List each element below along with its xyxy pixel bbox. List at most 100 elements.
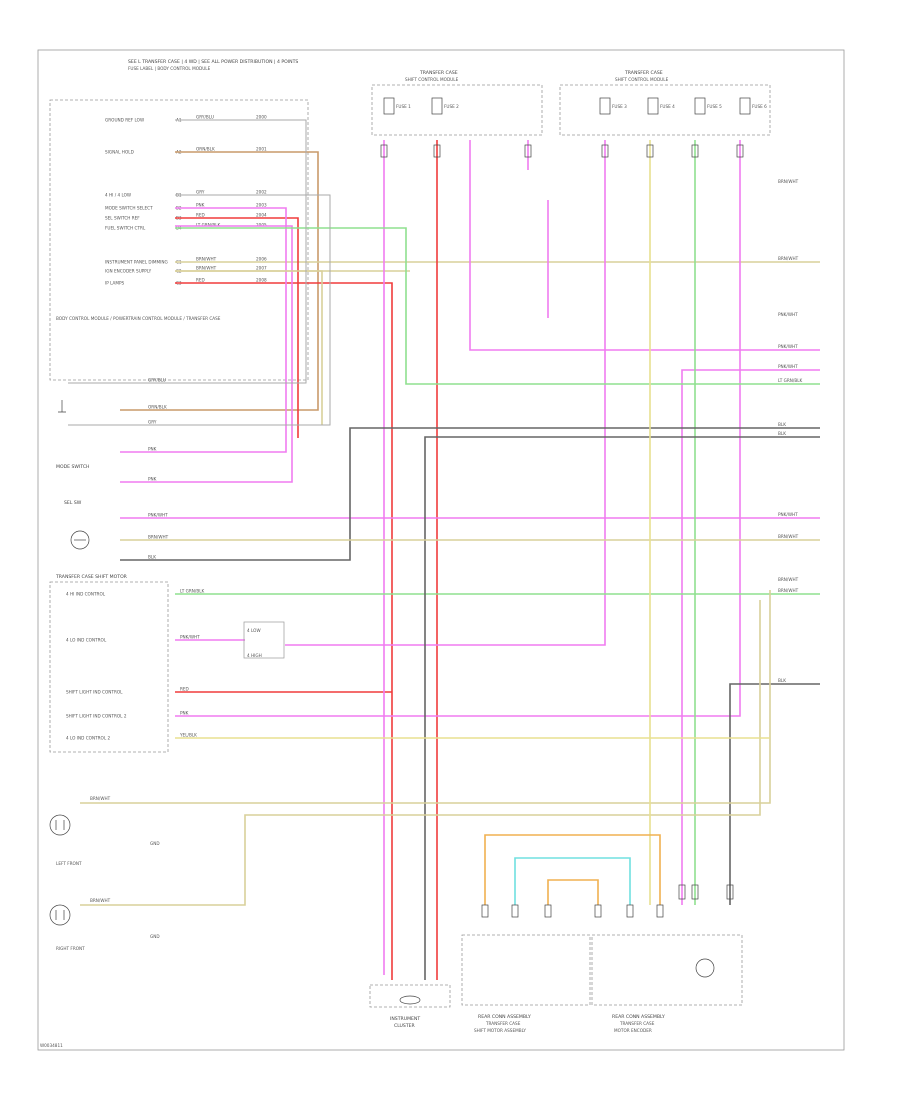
right-edge-label: BLK	[778, 422, 786, 427]
mode-switch-wire: GRY	[148, 420, 157, 425]
fuse-label-5: FUSE 5	[707, 104, 722, 109]
top-heading-line2: FUSE LABEL | BODY CONTROL MODULE	[128, 66, 211, 71]
wire-gray-ground	[68, 119, 307, 384]
right-edge-label: PNK/WHT	[778, 344, 798, 349]
transfer-case-motor: TRANSFER CASE SHIFT MOTOR	[49, 574, 169, 753]
bcm-pin-wire: PNK	[196, 203, 205, 208]
fuse-block-left-title: TRANSFER CASE	[419, 70, 458, 76]
right-edge-label: BRN/WHT	[778, 534, 799, 539]
bcm-pin-circuit: 2006	[256, 257, 267, 262]
rear-conn-left: REAR CONN ASSEMBLY TRANSFER CASE SHIFT M…	[461, 934, 591, 1033]
lamp-icon	[695, 958, 715, 978]
fuse-block-right-subtitle: SHIFT CONTROL MODULE	[615, 77, 669, 82]
mode-switch-wire: PNK	[148, 447, 157, 452]
mode-switch-wire: GRY/BLU	[148, 378, 166, 383]
wire-green-fuel	[175, 227, 820, 385]
fuse-block-right: TRANSFER CASE SHIFT CONTROL MODULE FUSE …	[559, 70, 771, 136]
right-edge-label: BRN/WHT	[778, 577, 799, 582]
transfer-case-motor-label: TRANSFER CASE SHIFT MOTOR	[55, 574, 128, 580]
wire-red-main	[175, 282, 393, 980]
bcm-pin-circuit: 2003	[256, 203, 267, 208]
transfer-case-pin-wire: PNK/WHT	[180, 635, 200, 640]
bcm-pin-name: INSTRUMENT PANEL DIMMING	[105, 260, 168, 265]
wire-tan-left-loop	[175, 270, 323, 425]
wire-pink-right	[469, 140, 820, 351]
rear-left-label-1: REAR CONN ASSEMBLY	[478, 1014, 531, 1020]
fuse-block-right-box	[559, 84, 771, 136]
bcm-box	[49, 99, 309, 381]
bcm-pin-wire: GRY	[196, 190, 205, 195]
fuse-block-left: TRANSFER CASE SHIFT CONTROL MODULE FUSE …	[371, 70, 543, 136]
right-edge-label: BRN/WHT	[778, 256, 799, 261]
wire-pink-mode2	[120, 225, 293, 483]
mode-switch-label: MODE SWITCH	[56, 464, 90, 470]
wires	[68, 119, 820, 980]
right-edge-label: BLK	[778, 678, 786, 683]
right-front-label: RIGHT FRONT	[56, 946, 85, 951]
sel-sw-wire: PNK/WHT	[148, 513, 168, 518]
left-front-wire: BRN/WHT	[90, 796, 111, 801]
left-device-sel-sw: SEL SW	[64, 500, 90, 550]
rear-device-left-front: LEFT FRONT GND BRN/WHT	[49, 796, 160, 866]
left-front-detail: GND	[150, 841, 160, 846]
bcm-pin-wire: RED	[196, 278, 205, 283]
transfer-case-pin-wire: PNK	[180, 711, 189, 716]
wire-pink-mode	[120, 207, 287, 453]
transfer-case-pin-name: 4 HI IND CONTROL	[66, 592, 106, 597]
bcm-pin-wire: RED	[196, 213, 205, 218]
right-edge-label: BRN/WHT	[778, 179, 799, 184]
bcm-pin-wire: BRN/WHT	[196, 257, 217, 262]
fuse-label-2: FUSE 2	[444, 104, 459, 109]
fuse-label-4: FUSE 4	[660, 104, 675, 109]
bcm-pin-circuit: 2005	[256, 223, 267, 228]
top-heading-line1: SEE L TRANSFER CASE | 4 WD | SEE ALL POW…	[128, 59, 298, 65]
wire-pink-shift2	[175, 140, 741, 717]
rear-right-label-2: TRANSFER CASE	[619, 1021, 655, 1026]
right-edge-label: PNK/WHT	[778, 512, 798, 517]
right-edge-label: LT GRN/BLK	[778, 378, 803, 383]
bcm-pin-name: IP LAMPS	[105, 281, 125, 286]
bcm-label: BODY CONTROL MODULE / POWERTRAIN CONTROL…	[56, 316, 221, 321]
transfer-case-pin-wire: YEL/BLK	[179, 733, 197, 738]
fuse-label-3: FUSE 3	[612, 104, 627, 109]
right-front-detail: GND	[150, 934, 160, 939]
rear-conn-right: REAR CONN ASSEMBLY TRANSFER CASE MOTOR E…	[591, 934, 743, 1033]
fuse-block-left-box	[371, 84, 543, 136]
fuse-label-1: FUSE 1	[396, 104, 411, 109]
bcm-pin-name: FUEL SWITCH CTRL	[105, 226, 146, 231]
sel-sw-label: SEL SW	[64, 500, 82, 506]
connector-icon	[380, 144, 744, 918]
left-front-label: LEFT FRONT	[56, 861, 82, 866]
bcm-pin-circuit: 2004	[256, 213, 267, 218]
transfer-case-pin-name: SHIFT LIGHT IND CONTROL 2	[66, 714, 127, 719]
wire-tan-lf	[80, 590, 771, 804]
footer-code: W0034811	[40, 1043, 63, 1048]
outer-frame	[37, 49, 845, 1051]
transfer-case-pin-name: SHIFT LIGHT IND CONTROL	[66, 690, 123, 695]
lamp-icon	[49, 814, 71, 836]
right-edge-label: BLK	[778, 431, 786, 436]
lamp-icon	[70, 530, 90, 550]
bcm-pin-name: MODE SWITCH SELECT	[105, 206, 153, 211]
bcm-pin-wire: GRY/BLU	[196, 115, 214, 120]
fuse-block-right-title: TRANSFER CASE	[624, 70, 663, 76]
right-edge-label: BRN/WHT	[778, 588, 799, 593]
sel-sw-wire: BLK	[148, 555, 156, 560]
transfer-case-pin-wire: LT GRN/BLK	[180, 589, 205, 594]
bcm-pin-name: SEL SWITCH REF	[105, 216, 140, 221]
connector-icon	[399, 995, 421, 1005]
wire-orange-loop	[484, 834, 661, 905]
fuse-block-left-subtitle: SHIFT CONTROL MODULE	[405, 77, 459, 82]
wire-black-right	[729, 683, 820, 905]
instrument-label-2: CLUSTER	[394, 1023, 416, 1029]
left-device-mode-switch: MODE SWITCH	[56, 400, 90, 470]
ground-icon	[58, 400, 66, 413]
